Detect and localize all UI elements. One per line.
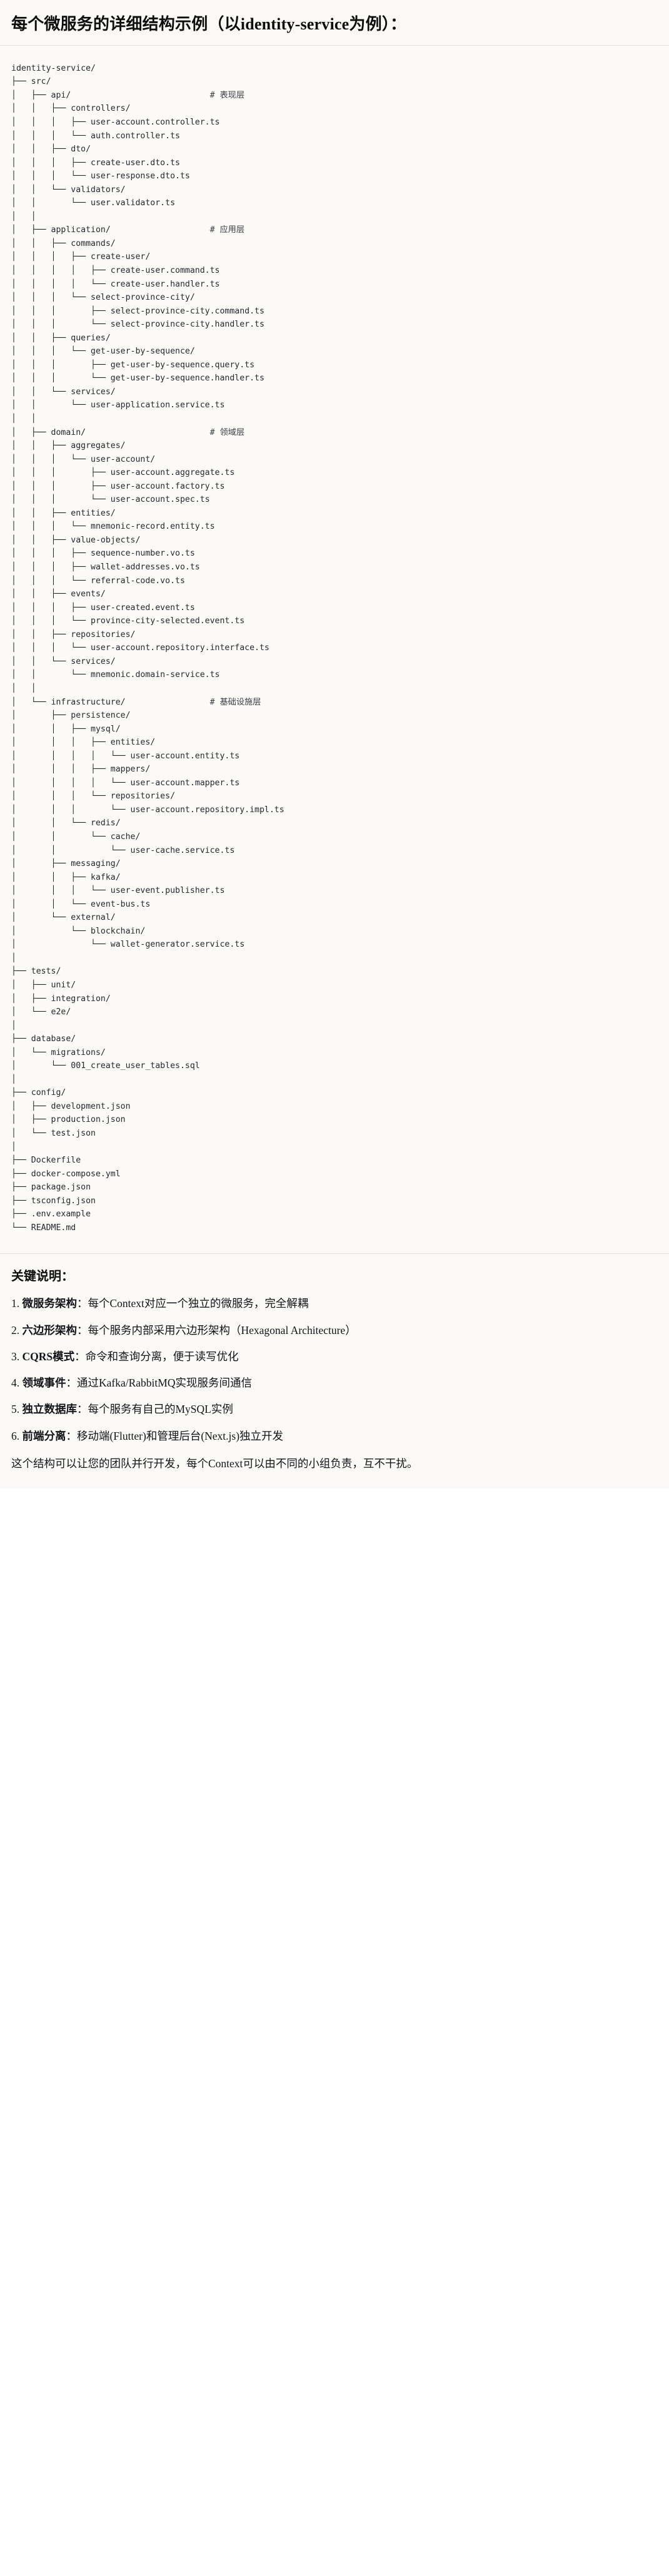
key-point-term: 独立数据库 bbox=[22, 1403, 78, 1416]
key-point-item: 领域事件：通过Kafka/RabbitMQ实现服务间通信 bbox=[11, 1375, 658, 1391]
key-point-item: 微服务架构：每个Context对应一个独立的微服务，完全解耦 bbox=[11, 1295, 658, 1311]
key-point-term: 微服务架构 bbox=[22, 1297, 78, 1310]
tree-layer-comment: # 基础设施层 bbox=[209, 697, 261, 707]
tree-layer-comment: # 表现层 bbox=[209, 90, 245, 100]
key-point-item: 六边形架构：每个服务内部采用六边形架构（Hexagonal Architectu… bbox=[11, 1322, 658, 1338]
key-point-description: ：每个服务内部采用六边形架构（Hexagonal Architecture） bbox=[77, 1323, 356, 1336]
key-point-description: ：移动端(Flutter)和管理后台(Next.js)独立开发 bbox=[66, 1429, 284, 1442]
key-point-item: CQRS模式：命令和查询分离，便于读写优化 bbox=[11, 1348, 658, 1365]
key-points-title: 关键说明： bbox=[11, 1270, 74, 1284]
key-point-term: 领域事件 bbox=[22, 1377, 66, 1390]
key-points-footer: 这个结构可以让您的团队并行开发，每个Context可以由不同的小组负责，互不干扰… bbox=[11, 1457, 418, 1470]
key-point-item: 独立数据库：每个服务有自己的MySQL实例 bbox=[11, 1401, 658, 1417]
tree-layer-comment: # 领域层 bbox=[209, 427, 245, 437]
page-root: 每个微服务的详细结构示例（以identity-service为例）： ident… bbox=[0, 0, 669, 1489]
tree-layer-comment: # 应用层 bbox=[209, 225, 245, 235]
key-points-section: 关键说明： 微服务架构：每个Context对应一个独立的微服务，完全解耦六边形架… bbox=[0, 1254, 669, 1489]
key-point-description: ：每个服务有自己的MySQL实例 bbox=[77, 1403, 233, 1416]
directory-tree: identity-service/ ├── src/ │ ├── api/ # … bbox=[11, 63, 284, 1233]
key-point-description: ：命令和查询分离，便于读写优化 bbox=[74, 1350, 239, 1363]
key-point-term: CQRS模式 bbox=[22, 1350, 75, 1363]
key-points-list: 微服务架构：每个Context对应一个独立的微服务，完全解耦六边形架构：每个服务… bbox=[11, 1295, 658, 1444]
key-point-item: 前端分离：移动端(Flutter)和管理后台(Next.js)独立开发 bbox=[11, 1428, 658, 1444]
key-point-description: ：通过Kafka/RabbitMQ实现服务间通信 bbox=[66, 1377, 252, 1390]
key-point-description: ：每个Context对应一个独立的微服务，完全解耦 bbox=[77, 1297, 309, 1310]
directory-tree-block: identity-service/ ├── src/ │ ├── api/ # … bbox=[0, 45, 669, 1255]
key-point-term: 前端分离 bbox=[22, 1429, 66, 1442]
key-point-term: 六边形架构 bbox=[22, 1323, 78, 1336]
page-title: 每个微服务的详细结构示例（以identity-service为例）： bbox=[0, 0, 669, 46]
